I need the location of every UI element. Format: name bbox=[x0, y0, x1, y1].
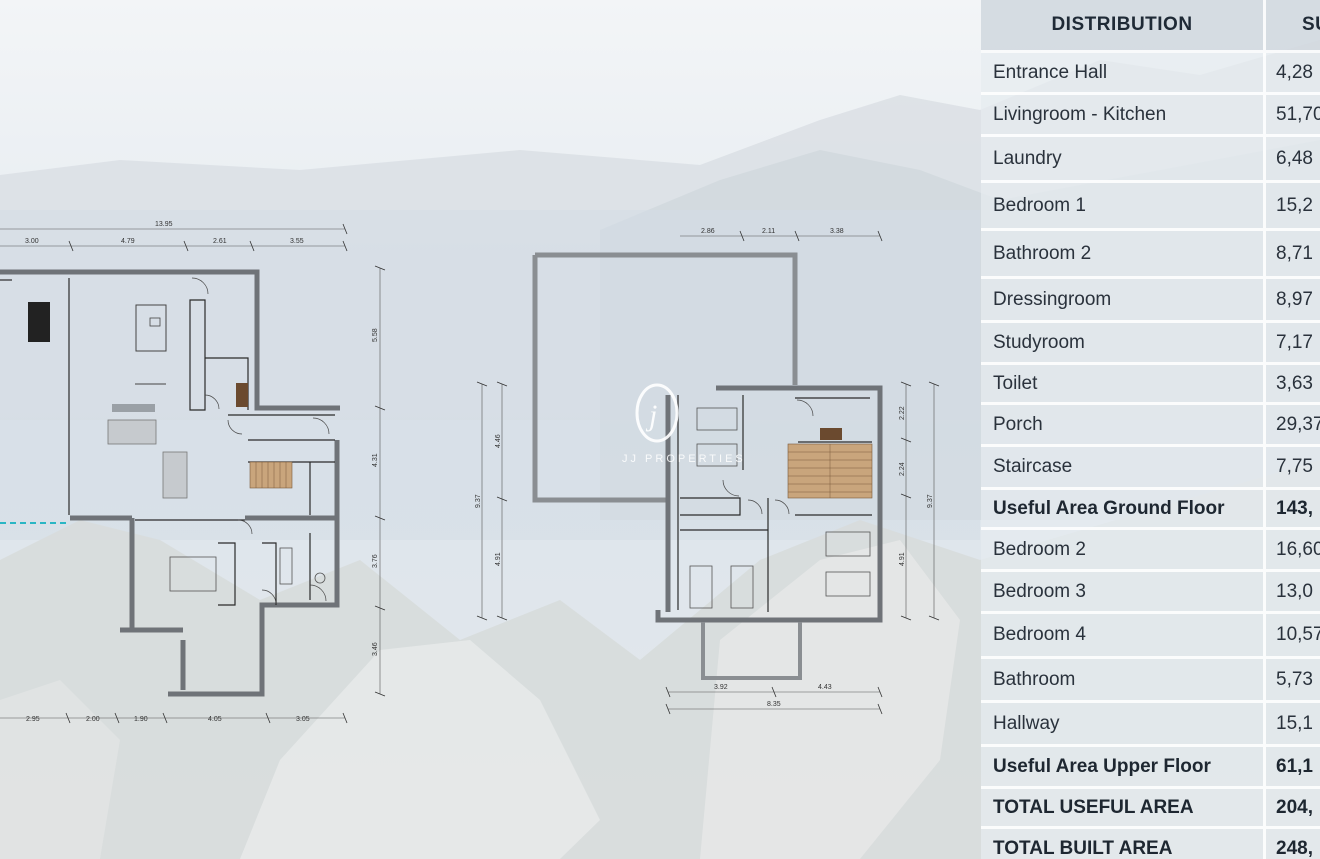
row-surface-value: 6,48 bbox=[1266, 137, 1320, 183]
table-header-row: DISTRIBUTION SU bbox=[981, 0, 1320, 53]
row-room-name: Bedroom 3 bbox=[981, 572, 1266, 614]
ground-top-dim-4: 3.55 bbox=[290, 238, 304, 245]
distribution-table: DISTRIBUTION SU Entrance Hall4,28Livingr… bbox=[981, 0, 1320, 859]
row-surface-value: 16,60 bbox=[1266, 530, 1320, 572]
ground-right-dim-2: 4.31 bbox=[372, 453, 379, 467]
row-surface-value: 3,63 bbox=[1266, 365, 1320, 405]
upper-right-dim-3: 4.91 bbox=[899, 552, 906, 566]
row-surface-value: 8,71 bbox=[1266, 231, 1320, 279]
watermark-text: JJ PROPERTIES bbox=[622, 453, 746, 465]
ground-bottom-dim-3: 1.90 bbox=[134, 716, 148, 723]
ground-floor-plan: 13.95 3.00 4.79 2.61 3.55 bbox=[0, 221, 386, 724]
row-surface-value: 13,0 bbox=[1266, 572, 1320, 614]
header-distribution: DISTRIBUTION bbox=[981, 0, 1266, 53]
row-room-name: Toilet bbox=[981, 365, 1266, 405]
ground-right-dim-4: 3.46 bbox=[372, 642, 379, 656]
ground-bottom-dim-1: 2.95 bbox=[26, 716, 40, 723]
row-room-name: Dressingroom bbox=[981, 279, 1266, 323]
row-surface-value: 15,2 bbox=[1266, 183, 1320, 231]
dining-table bbox=[28, 302, 50, 342]
row-room-name: Entrance Hall bbox=[981, 53, 1266, 95]
upper-right-total-dim: 9.37 bbox=[927, 494, 934, 508]
upper-left-dim-1: 4.46 bbox=[495, 434, 502, 448]
upper-bottom-dim-1: 3.92 bbox=[714, 684, 728, 691]
row-room-name: Useful Area Upper Floor bbox=[981, 747, 1266, 789]
row-room-name: Bedroom 2 bbox=[981, 530, 1266, 572]
upper-right-dim-1: 2.22 bbox=[899, 406, 906, 420]
row-surface-value: 8,97 bbox=[1266, 279, 1320, 323]
row-room-name: Porch bbox=[981, 405, 1266, 447]
row-room-name: Studyroom bbox=[981, 323, 1266, 365]
row-surface-value: 5,73 bbox=[1266, 659, 1320, 703]
upper-top-dim-3: 3.38 bbox=[830, 228, 844, 235]
row-surface-value: 204, bbox=[1266, 789, 1320, 829]
upper-bottom-dim-2: 4.43 bbox=[818, 684, 832, 691]
row-surface-value: 15,1 bbox=[1266, 703, 1320, 747]
upper-bottom-total-dim: 8.35 bbox=[767, 701, 781, 708]
ground-top-total-dim: 13.95 bbox=[155, 221, 173, 228]
row-room-name: Useful Area Ground Floor bbox=[981, 490, 1266, 530]
row-room-name: Laundry bbox=[981, 137, 1266, 183]
watermark-logo: j JJ PROPERTIES bbox=[622, 383, 746, 465]
ground-top-dim-1: 3.00 bbox=[25, 238, 39, 245]
svg-text:j: j bbox=[645, 399, 657, 432]
ground-top-dim-2: 4.79 bbox=[121, 238, 135, 245]
row-room-name: Livingroom - Kitchen bbox=[981, 95, 1266, 137]
row-room-name: Staircase bbox=[981, 447, 1266, 490]
upper-top-dim-2: 2.11 bbox=[762, 228, 775, 235]
row-surface-value: 51,70 bbox=[1266, 95, 1320, 137]
upper-left-total-dim: 9.37 bbox=[475, 494, 482, 508]
ground-right-dim-1: 5.58 bbox=[372, 328, 379, 342]
header-surface: SU bbox=[1266, 0, 1320, 53]
row-room-name: Hallway bbox=[981, 703, 1266, 747]
ground-top-dim-3: 2.61 bbox=[213, 238, 227, 245]
distribution-table-panel: DISTRIBUTION SU Entrance Hall4,28Livingr… bbox=[981, 0, 1320, 859]
row-surface-value: 143, bbox=[1266, 490, 1320, 530]
row-room-name: Bedroom 4 bbox=[981, 614, 1266, 659]
row-surface-value: 29,37 bbox=[1266, 405, 1320, 447]
ground-bottom-dim-2: 2.00 bbox=[86, 716, 100, 723]
row-room-name: Bathroom bbox=[981, 659, 1266, 703]
ground-bottom-dim-4: 4.05 bbox=[208, 716, 222, 723]
row-surface-value: 4,28 bbox=[1266, 53, 1320, 95]
row-surface-value: 7,75 bbox=[1266, 447, 1320, 490]
upper-left-dim-2: 4.91 bbox=[495, 552, 502, 566]
row-surface-value: 10,57 bbox=[1266, 614, 1320, 659]
row-room-name: TOTAL BUILT AREA bbox=[981, 829, 1266, 859]
ground-right-dim-3: 3.76 bbox=[372, 554, 379, 568]
upper-top-dim-1: 2.86 bbox=[701, 228, 715, 235]
row-surface-value: 248, bbox=[1266, 829, 1320, 859]
row-room-name: TOTAL USEFUL AREA bbox=[981, 789, 1266, 829]
upper-right-dim-2: 2.24 bbox=[899, 462, 906, 476]
row-room-name: Bedroom 1 bbox=[981, 183, 1266, 231]
row-room-name: Bathroom 2 bbox=[981, 231, 1266, 279]
row-surface-value: 61,1 bbox=[1266, 747, 1320, 789]
ground-bottom-dim-5: 3.05 bbox=[296, 716, 310, 723]
row-surface-value: 7,17 bbox=[1266, 323, 1320, 365]
upper-floor-plan: 2.86 2.11 3.38 bbox=[475, 228, 940, 715]
